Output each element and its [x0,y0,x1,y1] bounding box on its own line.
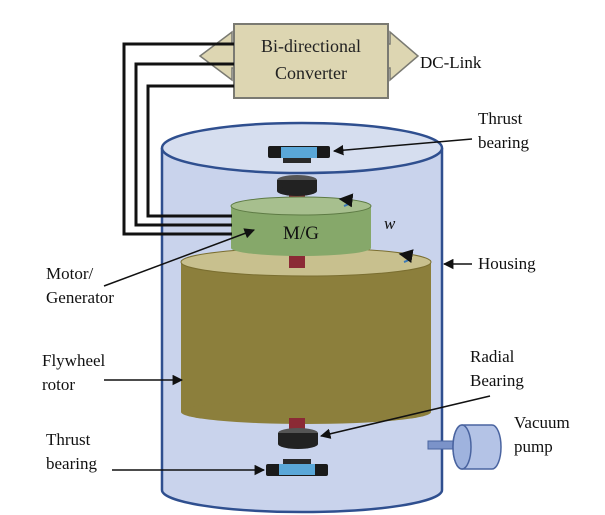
vacuum-pump [427,424,502,470]
converter-line2: Converter [275,63,347,83]
motor-rotation-arrow [338,193,354,208]
motor-label-2: Generator [46,288,114,307]
thrust-bearing-bottom-label-2: bearing [46,454,97,473]
motor-generator: M/G [230,193,372,256]
radial-bearing-upper [277,175,317,196]
radial-bearing-label-2: Bearing [470,371,524,390]
thrust-bearing-top-label-2: bearing [478,133,529,152]
wires [122,42,234,236]
thrust-top-arrow [332,138,473,156]
flywheel-rotor [180,247,432,424]
vacuum-pump-label-2: pump [514,437,553,456]
housing-label: Housing [478,254,536,273]
radial-arrow [319,395,491,439]
vacuum-pump-label-1: Vacuum [514,413,570,432]
converter-line1: Bi-directional [261,36,361,56]
thrust-bearing-bottom [266,459,328,476]
radial-bearing-label-1: Radial [470,347,515,366]
flywheel-label-2: rotor [42,375,75,394]
radial-bearing-lower [278,428,318,449]
motor-arrow [103,228,255,287]
converter-box [233,23,389,99]
motor-generator-label: M/G [283,223,319,244]
flywheel-label-1: Flywheel [42,351,106,370]
dc-link-label: DC-Link [420,53,482,72]
thrust-bearing-top [268,146,330,163]
converter-block: Bi-directional Converter [198,23,420,99]
motor-label-1: Motor/ [46,264,94,283]
thrust-bearing-bottom-label-1: Thrust [46,430,91,449]
rotor-rotation-arrow [398,249,414,263]
omega-label: w [384,214,396,233]
thrust-bearing-top-label-1: Thrust [478,109,523,128]
